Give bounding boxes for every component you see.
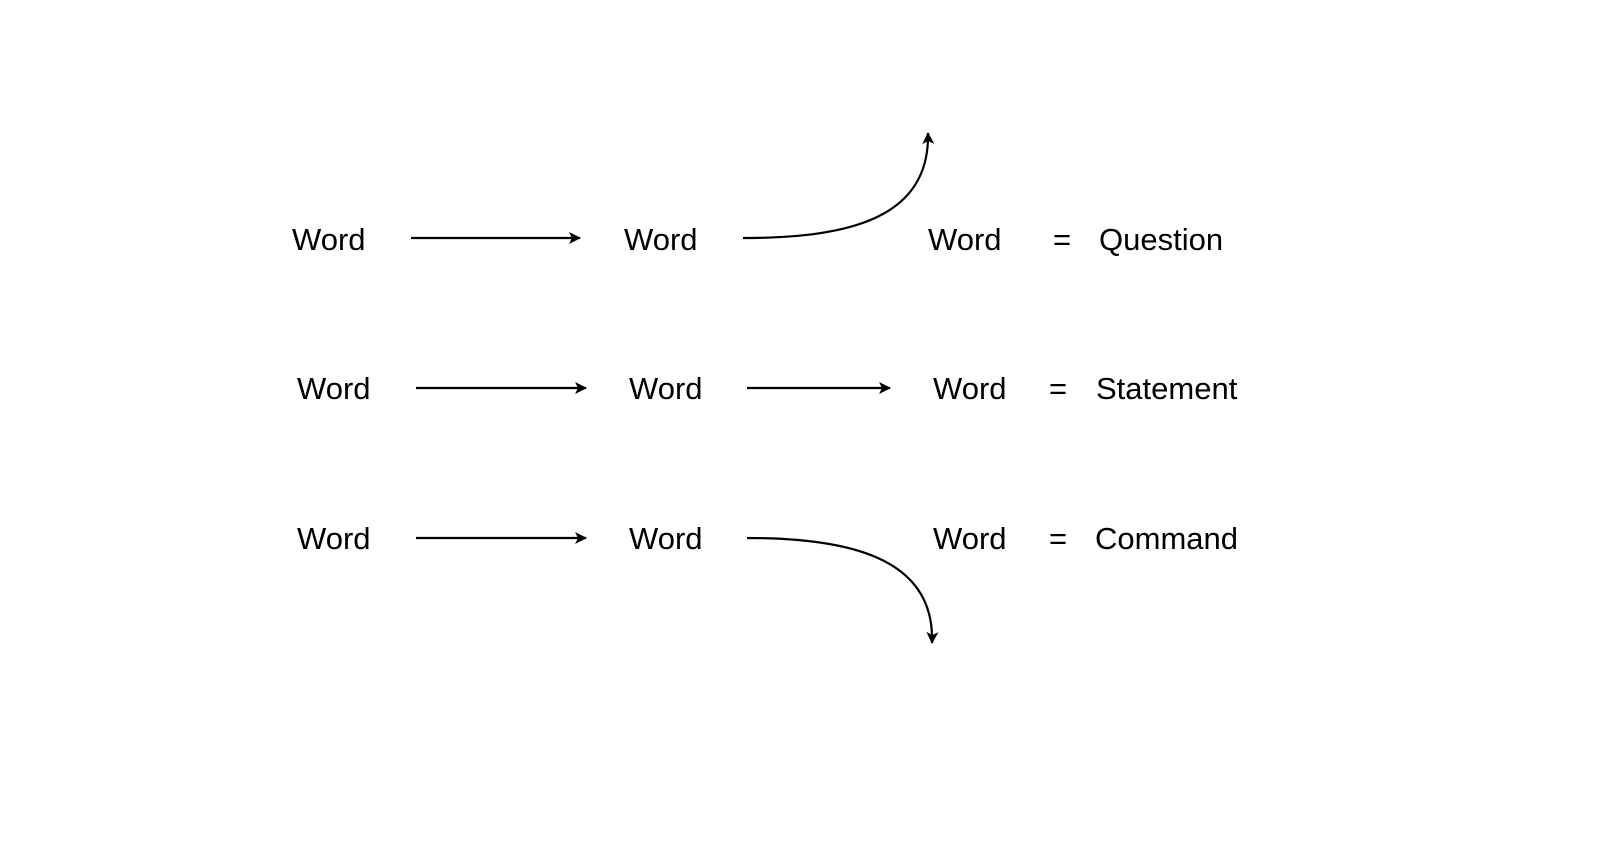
row-question: Word Word Word = Question [292,132,1223,257]
row1-word-3: Word [928,222,1002,257]
row1-word-2: Word [624,222,698,257]
row3-equals: = [1049,521,1067,556]
row3-word-2: Word [629,521,703,556]
row2-result: Statement [1096,371,1238,406]
row3-result: Command [1095,521,1238,556]
row1-word-1: Word [292,222,366,257]
row2-word-3: Word [933,371,1007,406]
row3-word-3: Word [933,521,1007,556]
row-command: Word Word Word = Command [297,521,1238,644]
row2-word-1: Word [297,371,371,406]
row-statement: Word Word Word = Statement [297,371,1238,406]
row1-equals: = [1053,222,1071,257]
row1-rising-arrow [742,132,935,240]
row1-result: Question [1099,222,1223,257]
row3-word-1: Word [297,521,371,556]
row3-falling-arrow [746,536,939,644]
row2-word-2: Word [629,371,703,406]
row2-equals: = [1049,371,1067,406]
